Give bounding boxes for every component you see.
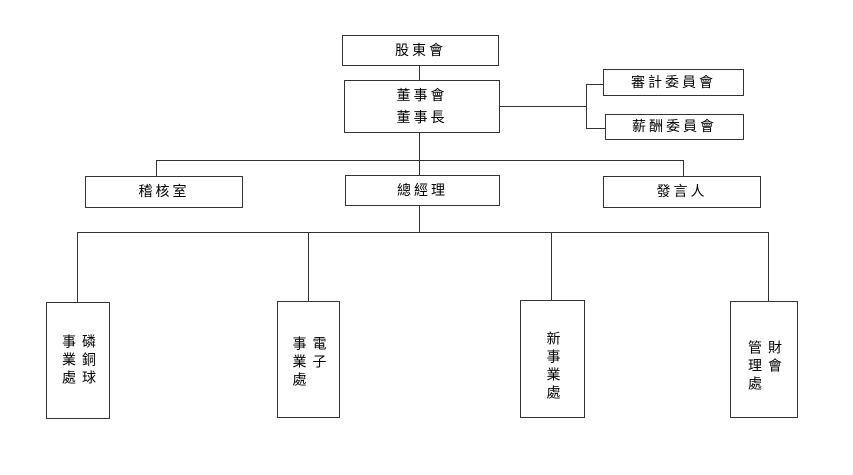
dept-4-label: 財會 管理處 (746, 340, 782, 394)
dept-electronics-box: 電子 事業處 (277, 301, 340, 418)
connector-dept-1 (77, 232, 78, 303)
spokesperson-label: 發言人 (656, 184, 708, 200)
connector-board-down (419, 132, 420, 176)
connector-staff-row (156, 160, 684, 161)
dept-phosphor-copper-ball-box: 磷銅球 事業處 (46, 302, 110, 419)
connector-board-committees (499, 106, 587, 107)
connector-gm-down (419, 205, 420, 233)
dept-finance-admin-box: 財會 管理處 (730, 301, 798, 418)
shareholders-box: 股東會 (342, 35, 499, 66)
internal-audit-box: 稽核室 (85, 176, 243, 208)
general-manager-label: 總經理 (397, 182, 448, 199)
connector-spokesperson (683, 160, 684, 177)
connector-dept-2 (308, 232, 309, 302)
dept-new-business-box: 新事業處 (520, 300, 585, 418)
connector-remuneration-committee (586, 128, 606, 129)
shareholders-label: 股東會 (395, 42, 446, 59)
board-label: 董事會 (396, 87, 448, 104)
internal-audit-label: 稽核室 (138, 184, 190, 200)
dept-3-label: 新事業處 (544, 331, 561, 403)
dept-2-label: 電子 事業處 (290, 336, 327, 390)
connector-shareholders-board (419, 65, 420, 81)
chairman-label: 董事長 (396, 109, 448, 126)
audit-committee-label: 審計委員會 (631, 74, 716, 91)
board-box: 董事會 董事長 (344, 80, 500, 133)
connector-internal-audit (156, 160, 157, 177)
remuneration-committee-box: 薪酬委員會 (605, 114, 744, 140)
remuneration-committee-label: 薪酬委員會 (632, 119, 717, 135)
connector-dept-4 (768, 232, 769, 302)
spokesperson-box: 發言人 (603, 176, 761, 208)
dept-1-label: 磷銅球 事業處 (60, 333, 96, 388)
connector-committees-vertical (586, 84, 587, 129)
connector-dept-3 (551, 232, 552, 301)
connector-dept-row (77, 232, 769, 233)
connector-audit-committee (586, 84, 604, 85)
general-manager-box: 總經理 (345, 175, 500, 206)
audit-committee-box: 審計委員會 (603, 69, 744, 96)
